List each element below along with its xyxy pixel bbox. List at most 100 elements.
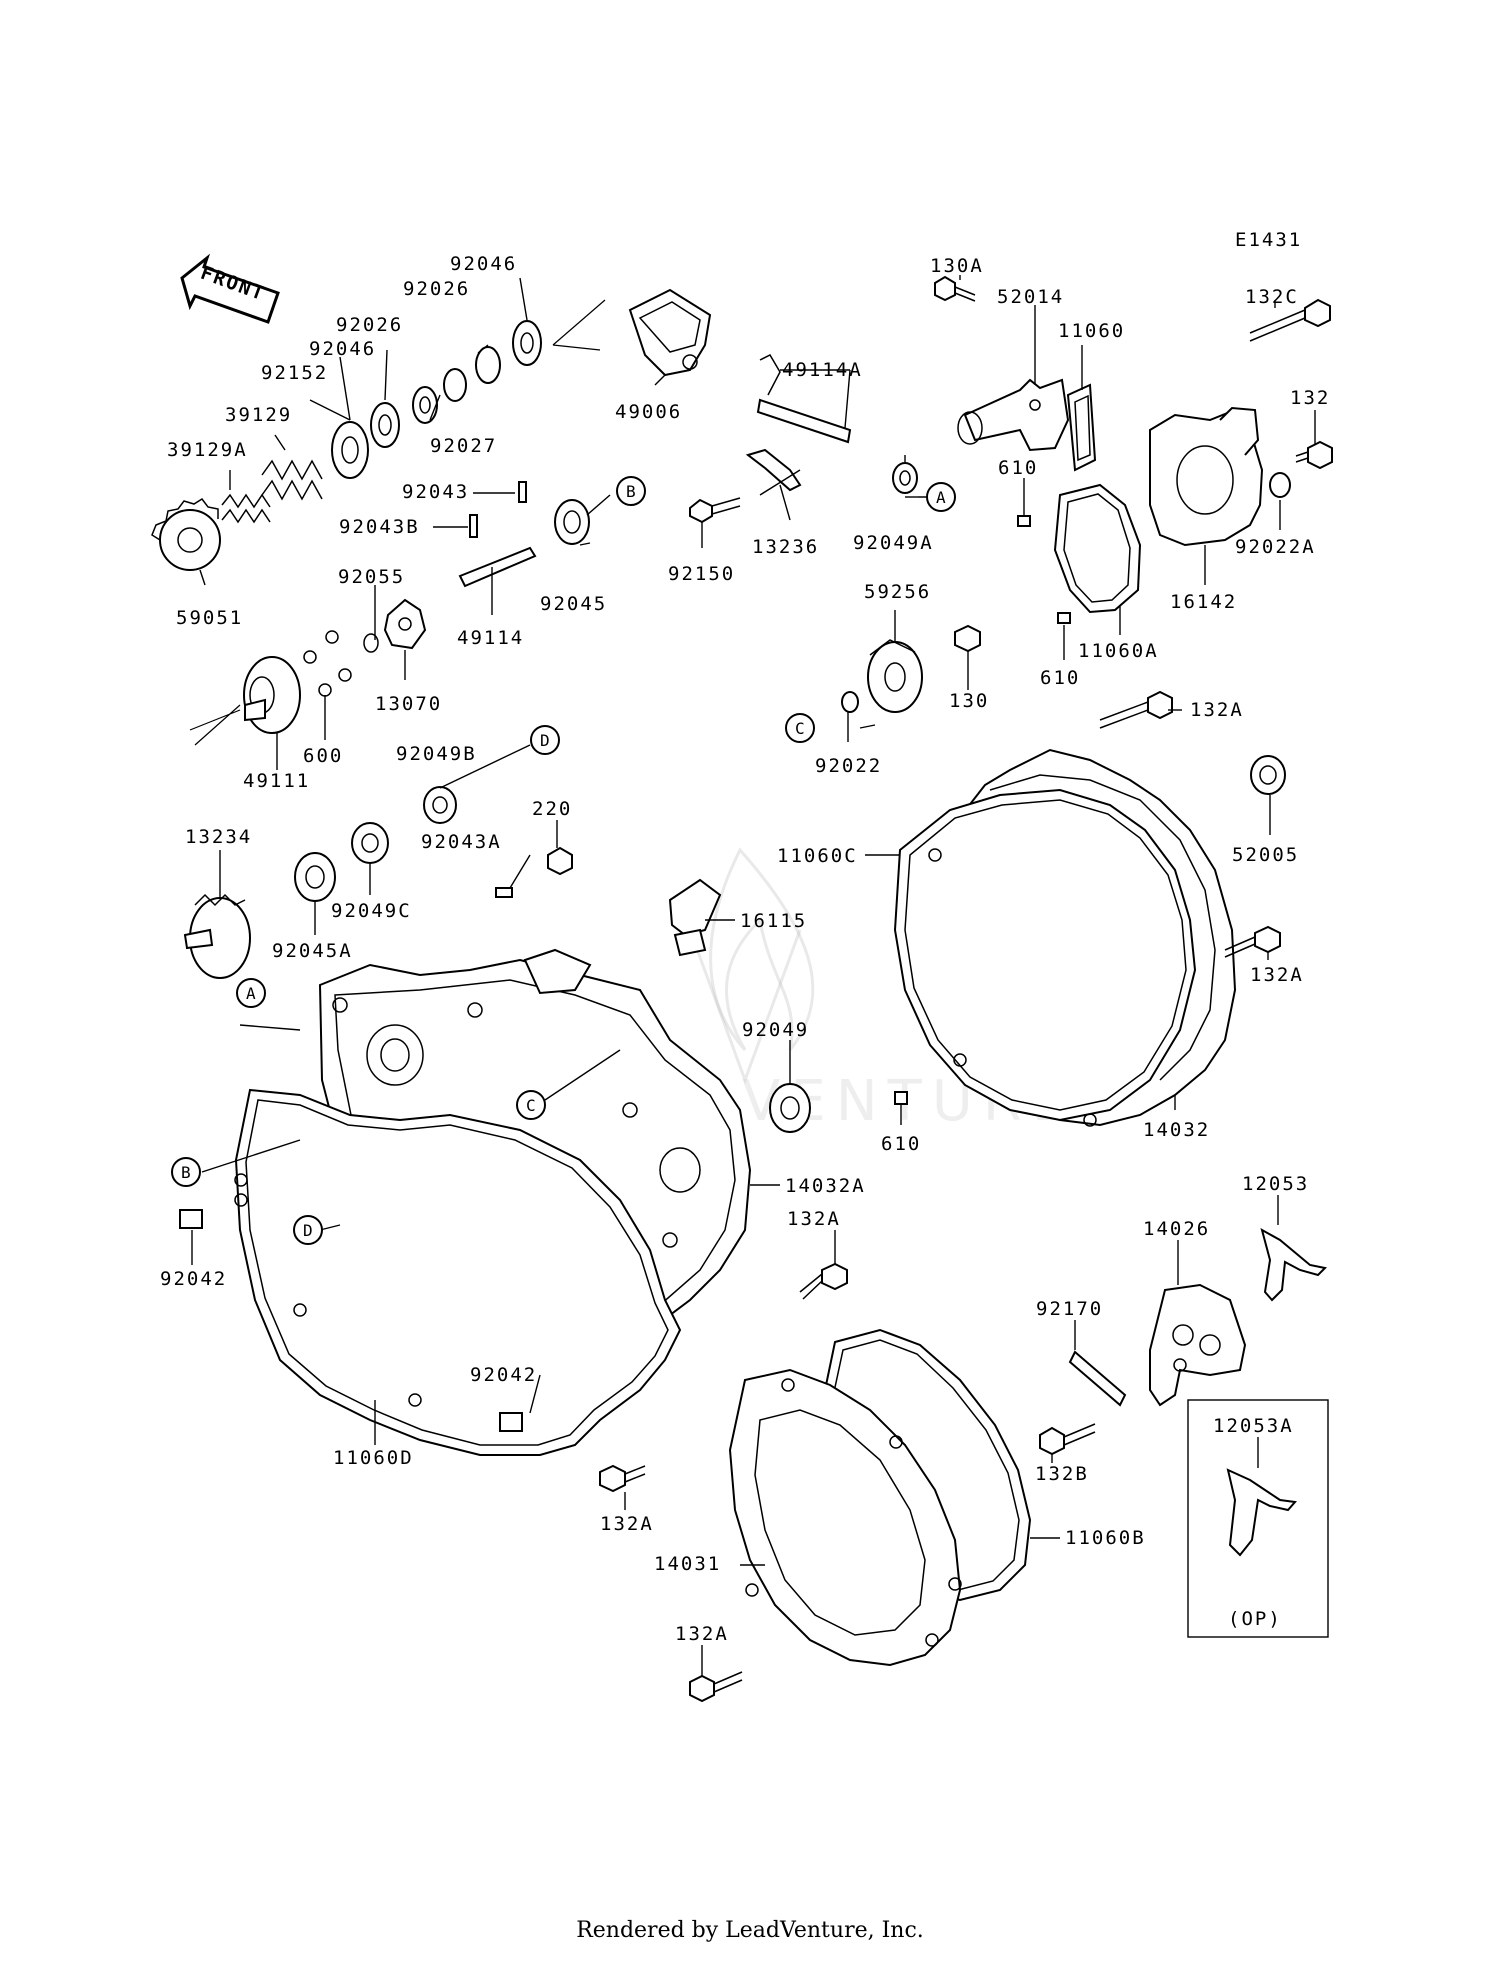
diagram-code: E1431	[1235, 229, 1302, 251]
part-label: 11060	[1058, 320, 1125, 342]
svg-text:B: B	[626, 482, 636, 501]
gasket-11060	[1066, 383, 1097, 472]
part-label: 52014	[997, 286, 1064, 308]
part-label: 92043	[402, 481, 469, 503]
part-label: 12053	[1242, 1173, 1309, 1195]
assembly-pointer	[552, 299, 606, 351]
callout-C-top: C	[785, 713, 815, 743]
part-label: 610	[998, 457, 1038, 479]
part-label: 92170	[1036, 1298, 1103, 1320]
part-label: 49111	[243, 770, 310, 792]
bolt-132A-bottom	[689, 1671, 743, 1703]
pin-92043A	[495, 887, 513, 898]
plug-16115	[668, 878, 722, 957]
bolt-92150	[689, 497, 741, 524]
callout-D-bottom: D	[293, 1215, 323, 1245]
pump-cover-16142	[1149, 406, 1264, 547]
part-label: 11060C	[777, 845, 858, 867]
part-label: 14032	[1143, 1119, 1210, 1141]
part-label: 92045	[540, 593, 607, 615]
plate-13236	[745, 448, 802, 492]
part-label: 132C	[1245, 286, 1299, 308]
bolt-132A-bottom-left	[599, 1464, 646, 1493]
part-label: 12053A	[1213, 1415, 1294, 1437]
part-label: 92042	[470, 1364, 537, 1386]
pin-92043	[518, 481, 527, 503]
callout-B-top: B	[616, 476, 646, 506]
washer-92026-b	[475, 346, 501, 384]
part-label: 92043A	[421, 831, 502, 853]
part-label: 132B	[1035, 1463, 1089, 1485]
generator-cover-14031	[728, 1368, 962, 1667]
bolt-132A-right	[1224, 925, 1281, 958]
spring-39129	[261, 459, 323, 501]
part-label: 13236	[752, 536, 819, 558]
part-label: 14032A	[785, 1175, 866, 1197]
washer-92026	[412, 386, 438, 424]
pin-92043B	[469, 514, 478, 538]
shaft-pointer	[189, 704, 241, 746]
dowel-92042-left	[179, 1209, 203, 1229]
part-label: 92027	[430, 435, 497, 457]
svg-text:D: D	[540, 731, 550, 750]
part-label: 92055	[338, 566, 405, 588]
svg-text:C: C	[526, 1096, 536, 1115]
part-label: 11060B	[1065, 1527, 1146, 1549]
elbow-52014	[957, 378, 1070, 452]
spring-39129A	[221, 493, 271, 524]
bolt-132A-mid	[799, 1262, 848, 1300]
bolt-132	[1295, 440, 1333, 470]
svg-text:D: D	[303, 1221, 313, 1240]
bolt-130A	[934, 275, 976, 302]
seal-92049B	[423, 786, 457, 824]
washer-92027	[443, 368, 467, 402]
part-label: 130A	[930, 255, 984, 277]
seal-52005	[1250, 755, 1286, 795]
callout-C-bottom: C	[516, 1090, 546, 1120]
part-label: 39129A	[167, 439, 248, 461]
pin-610-cover	[894, 1091, 908, 1105]
bolt-130	[954, 624, 981, 653]
part-label: 92022	[815, 755, 882, 777]
part-label: 92049	[742, 1019, 809, 1041]
part-label: 92046	[309, 338, 376, 360]
part-label: 92022A	[1235, 536, 1316, 558]
plate-92170	[1068, 1350, 1127, 1407]
part-label: 92049B	[396, 743, 477, 765]
kick-gear-59051	[151, 497, 221, 571]
callout-B-bottom: B	[171, 1157, 201, 1187]
part-label: 92046	[450, 253, 517, 275]
seal-92049A	[892, 462, 918, 494]
part-label: 49114	[457, 627, 524, 649]
part-label: 132A	[1190, 699, 1244, 721]
bolt-132C	[1249, 298, 1331, 342]
part-label: 59051	[176, 607, 243, 629]
bracket-12053	[1260, 1227, 1328, 1302]
part-label: 11060D	[333, 1447, 414, 1469]
part-label: 600	[303, 745, 343, 767]
part-label: 130	[949, 690, 989, 712]
part-label: 92150	[668, 563, 735, 585]
callout-D-top: D	[530, 725, 560, 755]
front-arrow-icon: FRONT	[180, 253, 280, 324]
bracket-14026	[1149, 1283, 1247, 1407]
gear-13234	[183, 893, 251, 979]
impeller-13070	[383, 598, 427, 650]
option-label: (OP)	[1228, 1608, 1282, 1630]
part-label: 92045A	[272, 940, 353, 962]
part-label: 92042	[160, 1268, 227, 1290]
callout-A-top: A	[926, 482, 956, 512]
bolt-132B	[1039, 1423, 1096, 1456]
part-label: 16115	[740, 910, 807, 932]
gasket-11060C	[893, 788, 1197, 1127]
washer-92046	[370, 402, 400, 448]
washer-92152	[331, 421, 369, 479]
part-label: 132A	[1250, 964, 1304, 986]
part-label: 14026	[1143, 1218, 1210, 1240]
part-labels: 92046 92026 92026 92046 92152 39129 3912…	[160, 253, 1328, 1645]
dowel-92042-bottom	[499, 1412, 523, 1432]
gasket-11060A	[1053, 483, 1142, 614]
svg-text:C: C	[795, 719, 805, 738]
part-label: 16142	[1170, 591, 1237, 613]
part-label: 132A	[787, 1208, 841, 1230]
